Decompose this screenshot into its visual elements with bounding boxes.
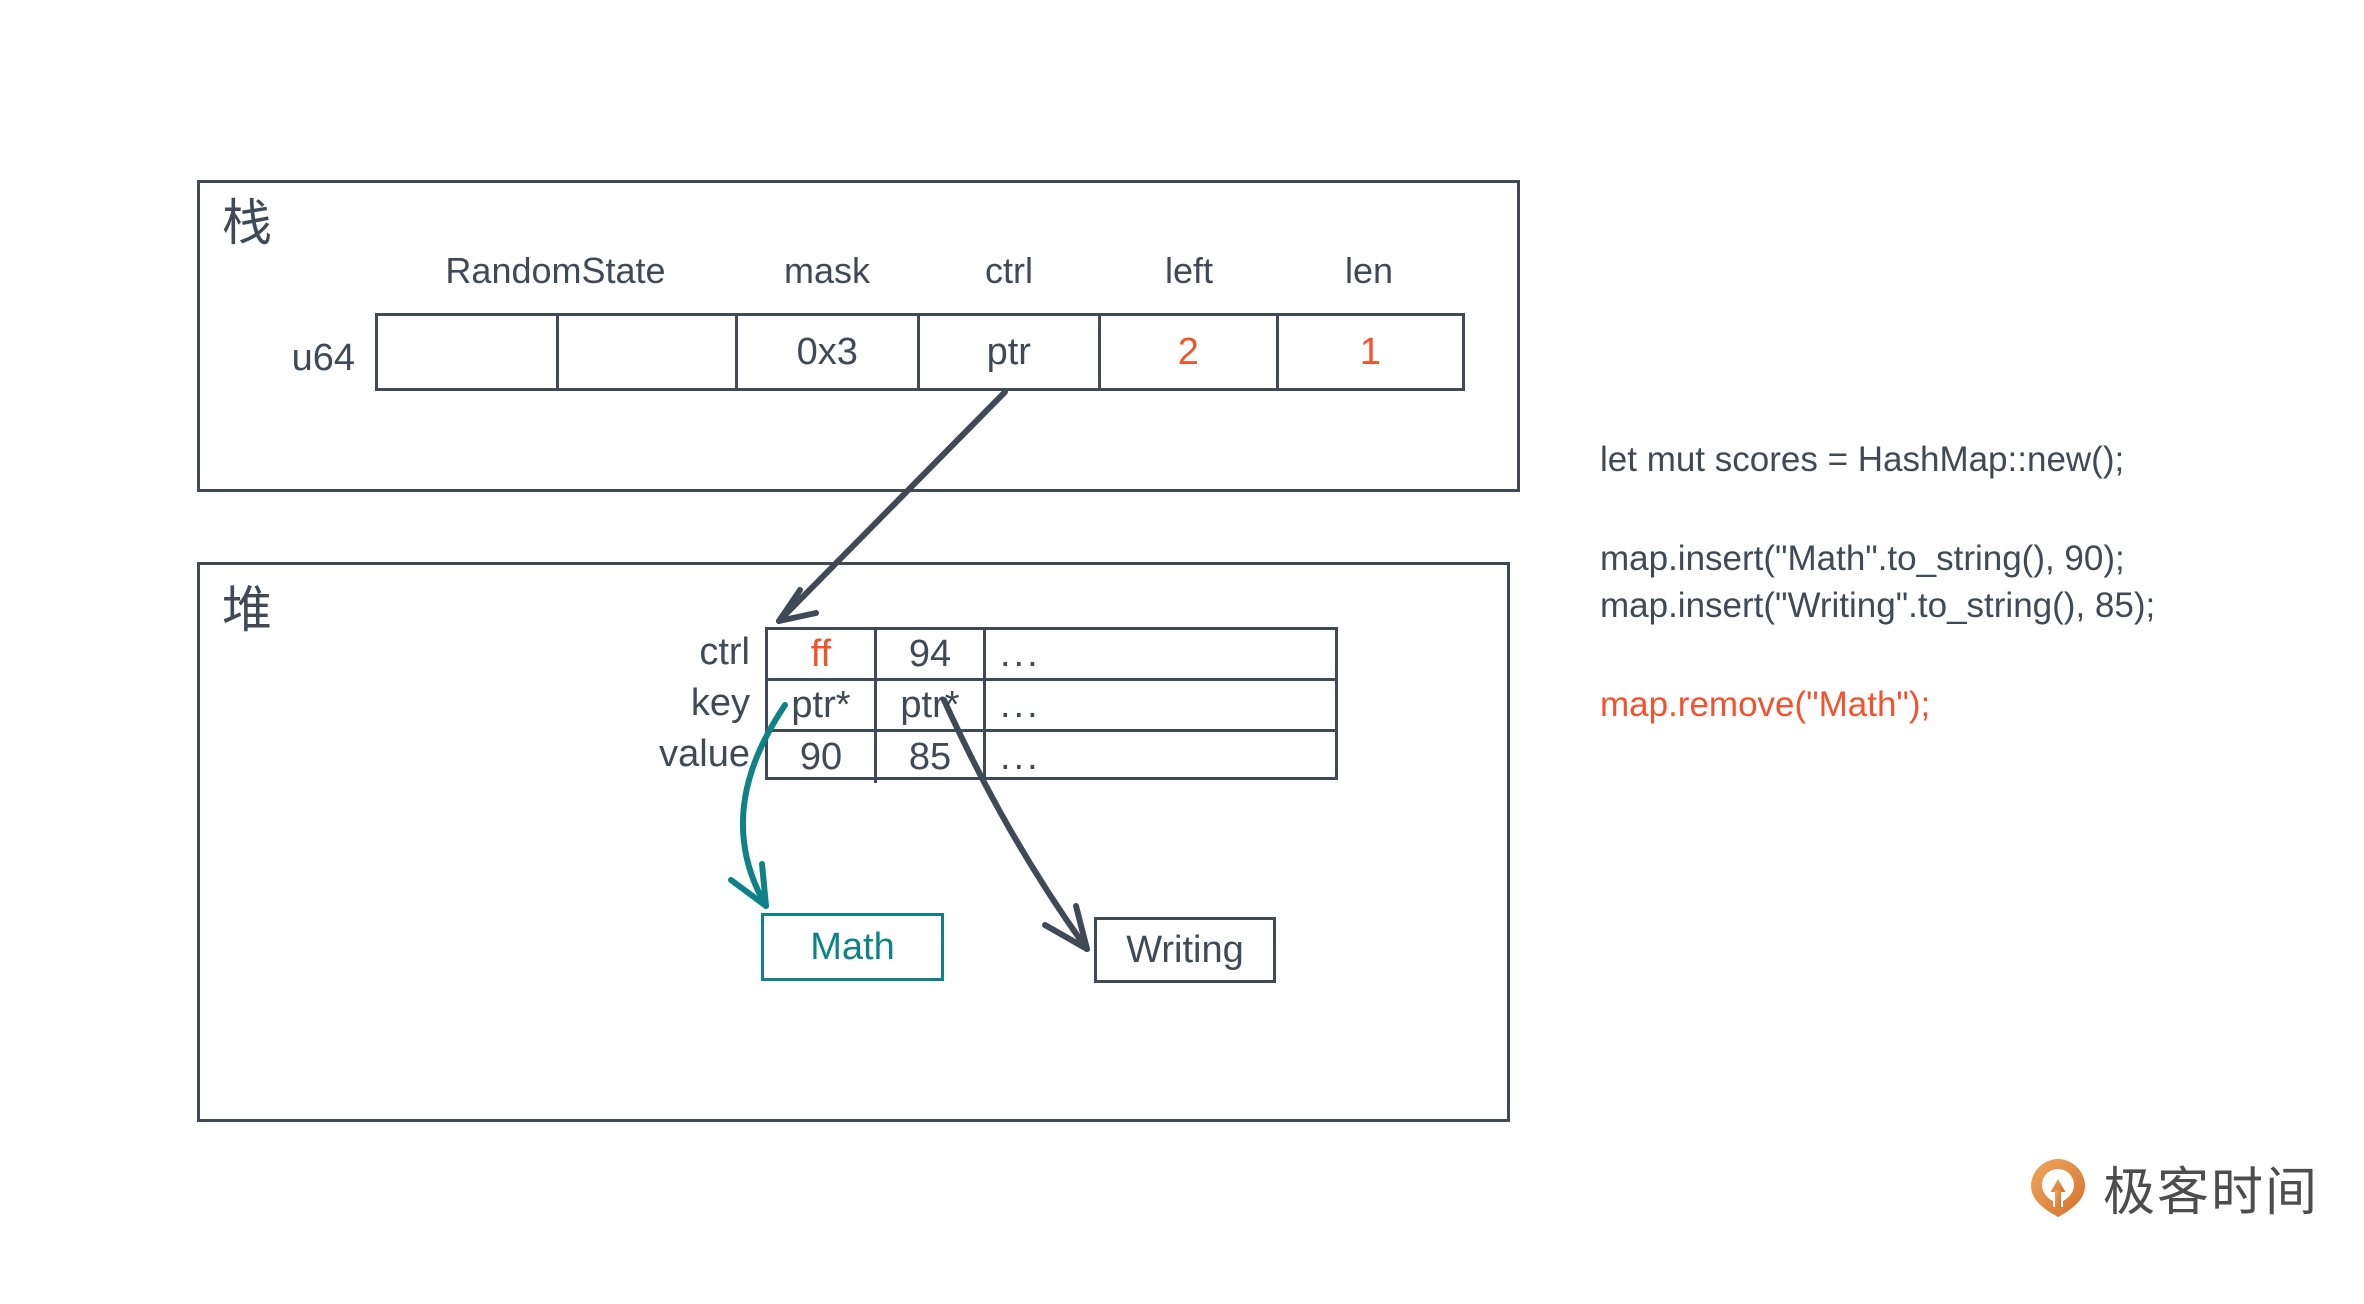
heap-region-label: 堆 <box>222 581 272 639</box>
heap-bucket-table: ff 94 ... ptr* ptr* ... 90 85 ... <box>765 627 1338 783</box>
stack-column-headers: RandomState mask ctrl left len <box>375 248 1465 294</box>
heap-row-key: ptr* ptr* ... <box>768 681 1335 732</box>
code-snippet: let mut scores = HashMap::new(); map.ins… <box>1600 442 2155 722</box>
brand-name: 极客时间 <box>2103 1163 2320 1223</box>
stack-cell-randomstate-lo <box>378 316 559 388</box>
heap-cell-key-1: ptr* <box>877 681 986 729</box>
string-box-math: Math <box>761 913 944 981</box>
heap-row-value: 90 85 ... <box>768 732 1335 783</box>
stack-cell-mask: 0x3 <box>738 316 920 388</box>
stack-header-left: left <box>1164 250 1214 291</box>
heap-cell-ctrl-rest: ... <box>1000 632 1041 675</box>
heap-cell-key-rest: ... <box>1000 683 1041 726</box>
stack-header-ctrl: ctrl <box>985 250 1033 291</box>
brand-logo: 极客时间 <box>2027 1150 2319 1225</box>
stack-value-table: 0x3 ptr 2 1 <box>375 313 1465 391</box>
stack-cell-len: 1 <box>1278 316 1462 388</box>
heap-cell-value-rest: ... <box>1000 736 1041 778</box>
heap-cell-value-1: 85 <box>877 732 986 783</box>
stack-cell-ctrl: ptr <box>919 316 1101 388</box>
heap-row-label-key: key <box>690 682 750 724</box>
code-line-1: let mut scores = HashMap::new(); <box>1600 440 2125 479</box>
heap-row-label-value: value <box>659 733 750 775</box>
stack-header-len: len <box>1344 250 1394 291</box>
heap-row-labels: ctrl key value <box>600 627 750 780</box>
stack-header-randomstate: RandomState <box>445 250 666 291</box>
heap-cell-ctrl-1: 94 <box>877 630 986 678</box>
stack-row-label-u64: u64 <box>291 337 355 379</box>
stack-cell-randomstate-hi <box>558 316 738 388</box>
stack-region-label: 栈 <box>222 194 272 252</box>
code-line-2: map.insert("Math".to_string(), 90); <box>1600 539 2125 578</box>
stack-cell-left: 2 <box>1101 316 1279 388</box>
heap-cell-value-0: 90 <box>768 732 877 783</box>
code-line-3: map.insert("Writing".to_string(), 85); <box>1600 586 2156 625</box>
geektime-logo-icon <box>2027 1157 2089 1219</box>
string-box-writing: Writing <box>1094 917 1276 983</box>
heap-row-label-ctrl: ctrl <box>699 631 750 673</box>
code-line-4-remove: map.remove("Math"); <box>1600 685 1931 724</box>
heap-cell-key-0: ptr* <box>768 681 877 729</box>
heap-cell-ctrl-0: ff <box>768 630 877 678</box>
stack-header-mask: mask <box>783 250 870 291</box>
heap-row-ctrl: ff 94 ... <box>768 630 1335 681</box>
code-gap-1 <box>1600 477 2155 541</box>
code-gap-2 <box>1600 623 2155 687</box>
